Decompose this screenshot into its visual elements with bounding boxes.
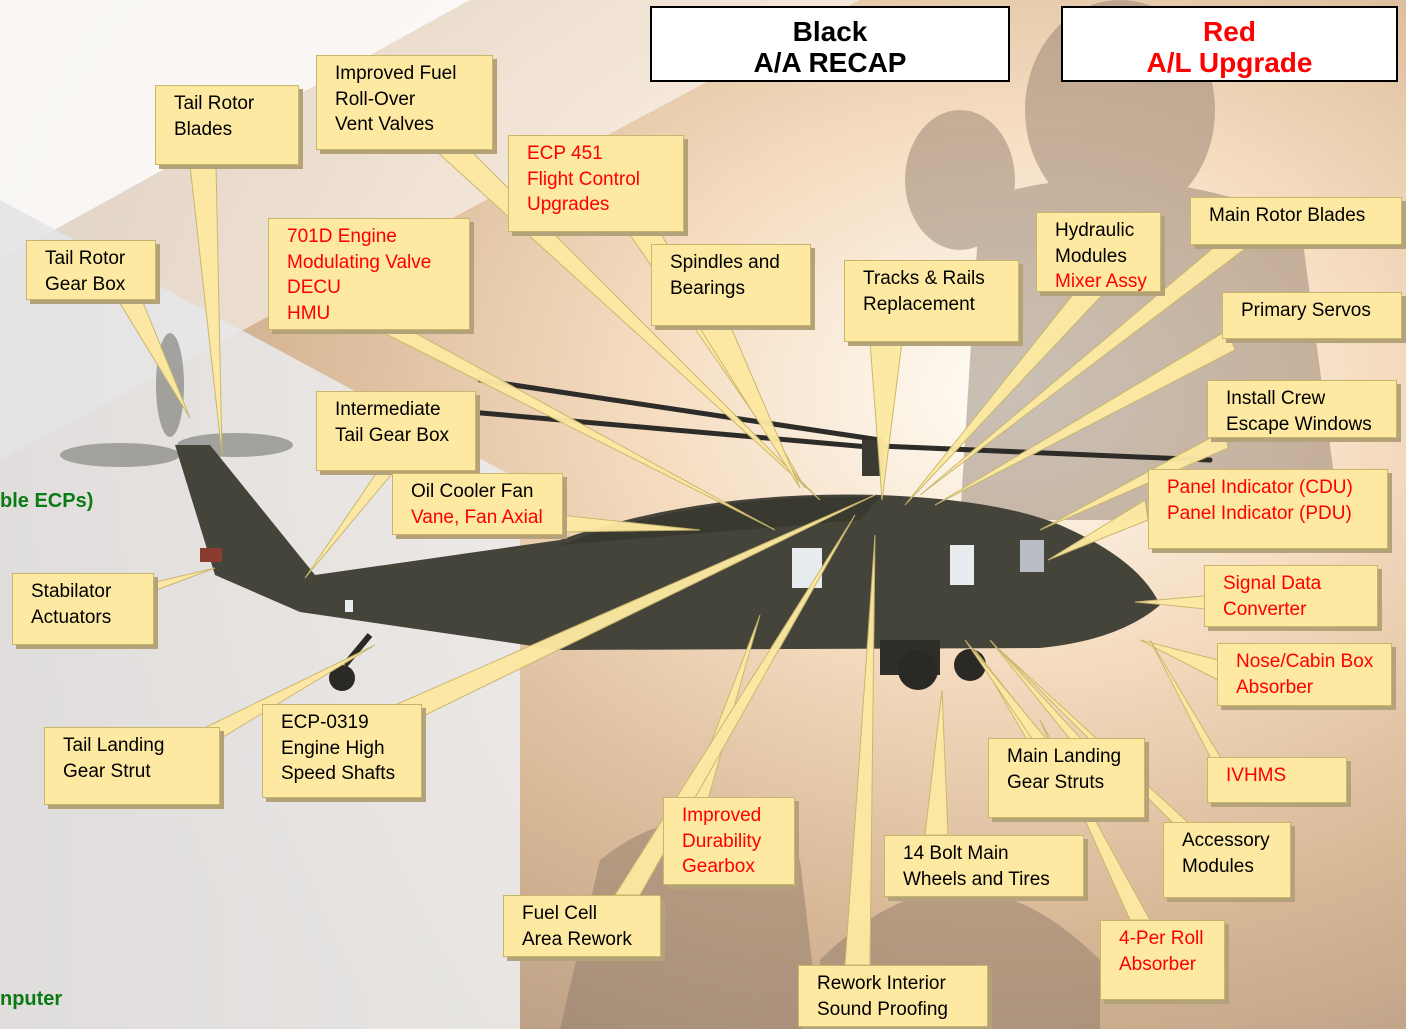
callout-bolt-main: 14 Bolt Main Wheels and Tires bbox=[884, 835, 1084, 897]
callout-line: Replacement bbox=[863, 293, 975, 315]
callout-line: Sound Proofing bbox=[817, 998, 948, 1020]
callout-line: Accessory bbox=[1182, 830, 1270, 851]
callout-rework-interior: Rework Interior Sound Proofing bbox=[798, 965, 988, 1027]
callout-line: Primary Servos bbox=[1241, 300, 1371, 321]
callout-line: Gear Struts bbox=[1007, 771, 1105, 793]
callout-line: Actuators bbox=[31, 606, 112, 628]
callout-line: 701D Engine bbox=[287, 226, 397, 247]
callout-line: Mixer Assy bbox=[1055, 271, 1147, 292]
callout-line: Tracks & Rails bbox=[863, 268, 985, 289]
callout-line: Flight Control bbox=[527, 168, 640, 190]
callout-crew-escape: Install Crew Escape Windows bbox=[1207, 380, 1397, 438]
legend-red-title: Red bbox=[1203, 16, 1256, 47]
callout-line: DECU bbox=[287, 277, 341, 298]
callout-four-per-roll: 4-Per Roll Absorber bbox=[1100, 920, 1225, 1000]
callout-line: Area Rework bbox=[522, 928, 632, 950]
callout-spindles: Spindles and Bearings bbox=[651, 244, 811, 326]
callout-line: Tail Rotor bbox=[174, 93, 255, 114]
callout-line: Escape Windows bbox=[1226, 413, 1372, 435]
callout-line: HMU bbox=[287, 302, 331, 324]
callout-tracks-rails: Tracks & Rails Replacement bbox=[844, 260, 1019, 342]
legend-black: Black A/A RECAP bbox=[650, 6, 1010, 82]
callout-line: ECP 451 bbox=[527, 143, 603, 164]
callout-tail-rotor-blades: Tail Rotor Blades bbox=[155, 85, 299, 165]
callout-line: Absorber bbox=[1119, 953, 1197, 975]
callout-line: Wheels and Tires bbox=[903, 868, 1050, 890]
callout-line: IVHMS bbox=[1226, 765, 1287, 786]
legend-red-desc: A/L Upgrade bbox=[1146, 47, 1313, 78]
callout-line: Tail Gear Box bbox=[335, 424, 450, 446]
side-text-ecps: ble ECPs) bbox=[0, 490, 94, 512]
callout-main-landing: Main Landing Gear Struts bbox=[988, 738, 1145, 818]
callout-line: 4-Per Roll bbox=[1119, 928, 1204, 949]
callout-line: Bearings bbox=[670, 277, 745, 299]
legend-red: Red A/L Upgrade bbox=[1061, 6, 1398, 82]
callout-line: Panel Indicator (PDU) bbox=[1167, 502, 1352, 524]
callout-line: Gear Box bbox=[45, 273, 126, 295]
callout-line: Panel Indicator (CDU) bbox=[1167, 477, 1353, 498]
callout-fuel-cell: Fuel Cell Area Rework bbox=[503, 895, 661, 957]
callout-main-rotor-blades: Main Rotor Blades bbox=[1190, 197, 1402, 245]
callout-line: Improved Fuel bbox=[335, 63, 457, 84]
side-text-computer: nputer bbox=[0, 988, 63, 1010]
callout-line: Spindles and bbox=[670, 252, 780, 273]
legend-black-desc: A/A RECAP bbox=[753, 47, 907, 78]
callout-line: Modules bbox=[1182, 855, 1254, 877]
callout-line: Signal Data bbox=[1223, 573, 1322, 594]
callout-tail-rotor-gearbox: Tail Rotor Gear Box bbox=[26, 240, 156, 300]
callout-line: Modulating Valve bbox=[287, 251, 432, 273]
callout-line: Modules bbox=[1055, 245, 1127, 267]
callout-oil-cooler: Oil Cooler Fan Vane, Fan Axial bbox=[392, 473, 563, 535]
callout-line: 14 Bolt Main bbox=[903, 843, 1009, 864]
callout-line: Tail Rotor bbox=[45, 248, 126, 269]
callout-line: Intermediate bbox=[335, 399, 441, 420]
callout-line: Fuel Cell bbox=[522, 903, 597, 924]
callout-line: Upgrades bbox=[527, 194, 610, 215]
callout-tail-landing: Tail Landing Gear Strut bbox=[44, 727, 220, 805]
callout-line: Blades bbox=[174, 118, 233, 140]
callout-engine-701d: 701D Engine Modulating Valve DECU HMU bbox=[268, 218, 470, 330]
callout-ecp451: ECP 451 Flight Control Upgrades bbox=[508, 135, 684, 232]
callout-line: Absorber bbox=[1236, 676, 1314, 698]
callout-line: Hydraulic bbox=[1055, 220, 1135, 241]
callout-line: Vane, Fan Axial bbox=[411, 506, 543, 528]
callout-line: Vent Valves bbox=[335, 114, 434, 135]
callout-line: Improved bbox=[682, 805, 762, 826]
callout-line: Main Landing bbox=[1007, 746, 1122, 767]
callout-line: Roll-Over bbox=[335, 88, 416, 110]
callout-line: Gearbox bbox=[682, 856, 755, 877]
callout-line: Gear Strut bbox=[63, 760, 151, 782]
callout-nose-cabin: Nose/Cabin Box Absorber bbox=[1217, 643, 1392, 706]
callout-improved-fuel: Improved Fuel Roll-Over Vent Valves bbox=[316, 55, 493, 150]
callout-line: Tail Landing bbox=[63, 735, 165, 756]
callout-ivhms: IVHMS bbox=[1207, 757, 1347, 803]
callout-ecp0319: ECP-0319 Engine High Speed Shafts bbox=[262, 704, 422, 798]
callout-line: Rework Interior bbox=[817, 973, 946, 994]
callout-line: Durability bbox=[682, 830, 762, 852]
callout-stabilator: Stabilator Actuators bbox=[12, 573, 154, 645]
callout-line: Stabilator bbox=[31, 581, 112, 602]
callout-intermediate: Intermediate Tail Gear Box bbox=[316, 391, 476, 471]
callout-panel-indicator: Panel Indicator (CDU) Panel Indicator (P… bbox=[1148, 469, 1388, 549]
legend-black-title: Black bbox=[792, 16, 868, 47]
callout-line: Nose/Cabin Box bbox=[1236, 651, 1374, 672]
callout-line: Oil Cooler Fan bbox=[411, 481, 534, 502]
callout-line: Speed Shafts bbox=[281, 763, 396, 784]
callout-hydraulic: Hydraulic Modules Mixer Assy bbox=[1036, 212, 1161, 292]
callout-signal-data: Signal Data Converter bbox=[1204, 565, 1378, 627]
callout-line: Main Rotor Blades bbox=[1209, 205, 1366, 226]
callout-line: ECP-0319 bbox=[281, 712, 369, 733]
callout-accessory: Accessory Modules bbox=[1163, 822, 1291, 898]
callout-line: Converter bbox=[1223, 598, 1307, 620]
callout-line: Engine High bbox=[281, 737, 385, 759]
callout-line: Install Crew bbox=[1226, 388, 1326, 409]
callout-primary-servos: Primary Servos bbox=[1222, 292, 1402, 339]
callout-improved-durability: Improved Durability Gearbox bbox=[663, 797, 795, 885]
